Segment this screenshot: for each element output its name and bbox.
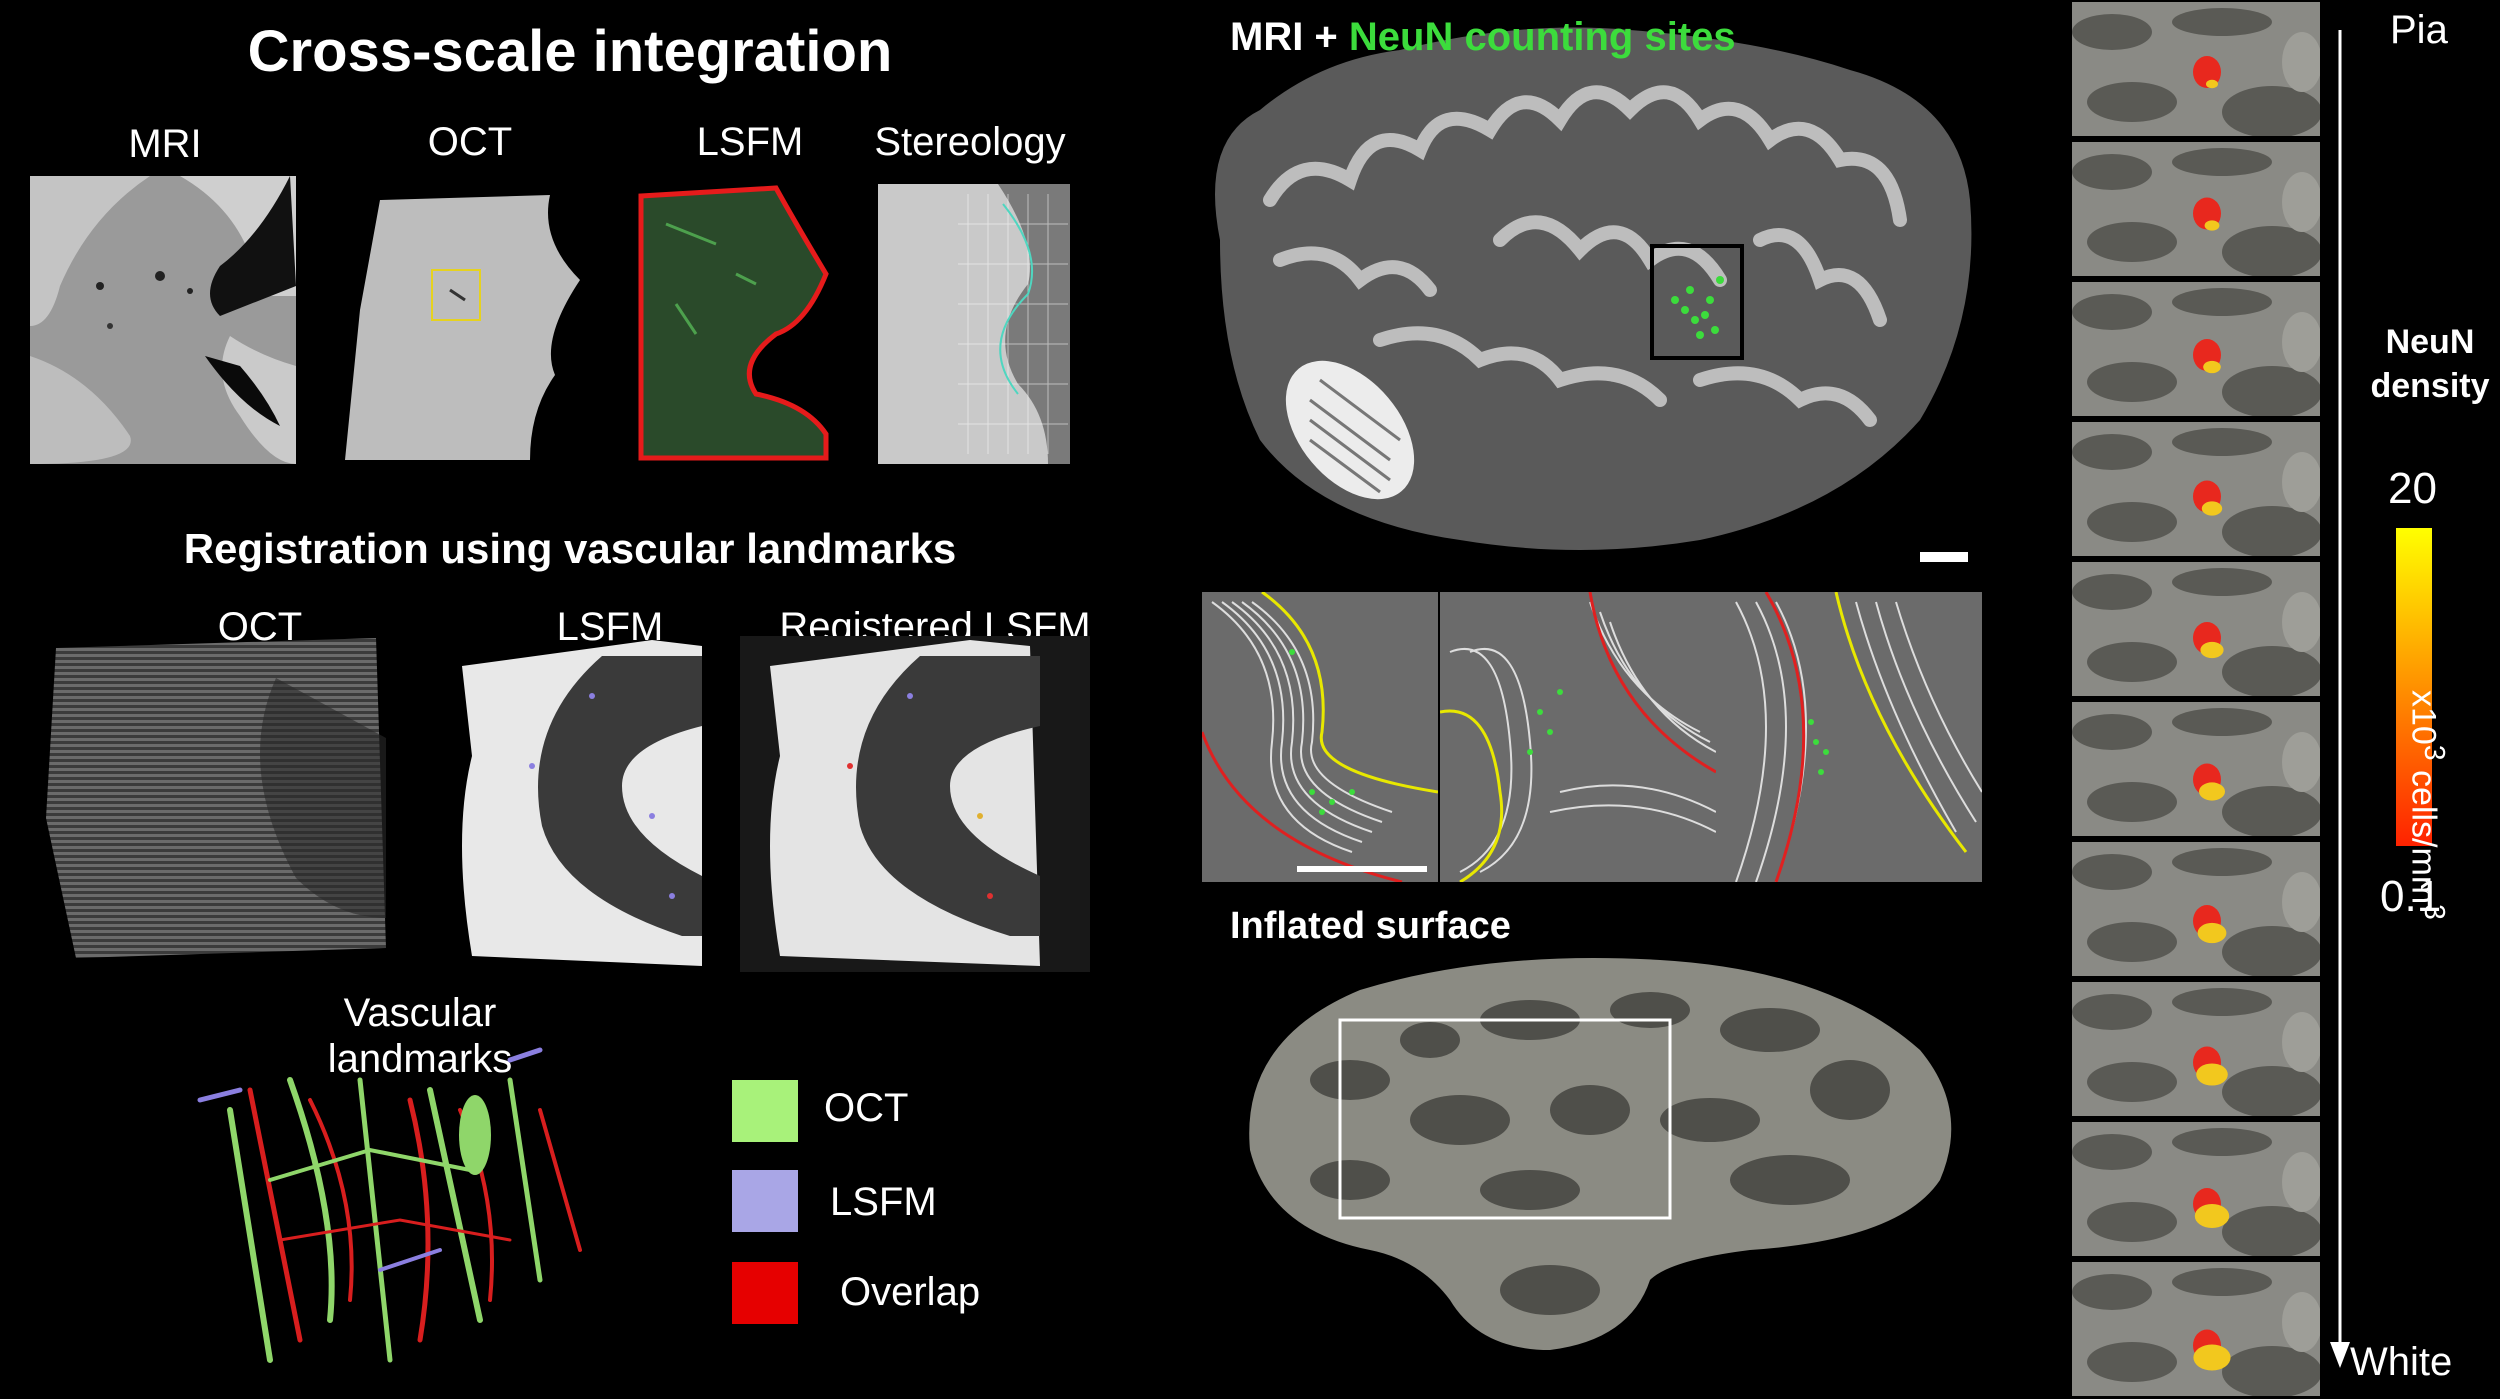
- label-vascular-landmarks: Vascular landmarks: [260, 990, 580, 1082]
- label-mri: MRI: [128, 122, 202, 166]
- depth-slice: [2072, 702, 2320, 836]
- neun-inset-2: [1440, 592, 1716, 882]
- unit-mid: cells/mm: [2404, 760, 2443, 905]
- depth-slice: [2072, 1122, 2320, 1256]
- vascular-label-line2: landmarks: [327, 1037, 513, 1081]
- colorbar-max-label: 20: [2388, 464, 2437, 513]
- neun-density-label: NeuN density: [2360, 320, 2500, 408]
- legend-label-oct: OCT: [824, 1086, 909, 1130]
- legend-label-lsfm: LSFM: [830, 1180, 937, 1224]
- registered-lsfm-image: [740, 636, 1090, 972]
- stereology-image: [878, 184, 1070, 464]
- density-label-line2: density: [2370, 367, 2490, 405]
- depth-slice: [2072, 2, 2320, 136]
- vascular-label-line1: Vascular: [343, 991, 497, 1035]
- registration-lsfm-image: [452, 636, 712, 970]
- label-pia: Pia: [2390, 8, 2448, 52]
- mri-neun-panel: [1200, 0, 1980, 582]
- depth-arrow: [2320, 30, 2360, 1370]
- inflated-surface-title: Inflated surface: [1230, 905, 1511, 947]
- label-white: White: [2350, 1340, 2453, 1384]
- depth-slice: [2072, 142, 2320, 276]
- legend-label-overlap: Overlap: [840, 1270, 981, 1314]
- colorbar-min-label: 0.1: [2380, 872, 2442, 921]
- unit-prefix: x10: [2404, 690, 2443, 745]
- lsfm-image: [636, 184, 836, 462]
- oct-image: [340, 190, 600, 460]
- unit-exp2: 3: [2418, 904, 2450, 920]
- registration-oct-image: [36, 618, 408, 974]
- label-stereology: Stereology: [874, 120, 1066, 164]
- depth-slice: [2072, 1262, 2320, 1396]
- inflated-surface-image: [1230, 920, 1960, 1360]
- mri-title-white: MRI +: [1230, 15, 1338, 59]
- depth-slice: [2072, 422, 2320, 556]
- depth-slice: [2072, 562, 2320, 696]
- mri-title-green: NeuN counting sites: [1348, 15, 1736, 59]
- neun-inset-3: [1716, 592, 1982, 882]
- legend-swatch-overlap: [732, 1262, 798, 1324]
- density-label-line1: NeuN: [2385, 323, 2475, 361]
- legend-swatch-oct: [732, 1080, 798, 1142]
- depth-slice: [2072, 982, 2320, 1116]
- unit-exp1: 3: [2418, 744, 2450, 761]
- label-oct: OCT: [427, 120, 513, 164]
- colorbar: [2396, 528, 2432, 846]
- mri-image: [30, 176, 296, 464]
- neun-inset-1: [1202, 592, 1438, 882]
- label-lsfm: LSFM: [696, 120, 804, 164]
- colorbar-unit-label: x103 cells/mm3: [2400, 690, 2450, 1130]
- depth-slice: [2072, 842, 2320, 976]
- title-cross-scale: Cross-scale integration: [247, 19, 893, 84]
- legend-swatch-lsfm: [732, 1170, 798, 1232]
- depth-slice: [2072, 282, 2320, 416]
- vascular-landmarks-render: [180, 1020, 620, 1380]
- mri-neun-title: MRI + NeuN counting sites: [1230, 15, 1736, 60]
- title-registration: Registration using vascular landmarks: [183, 525, 957, 572]
